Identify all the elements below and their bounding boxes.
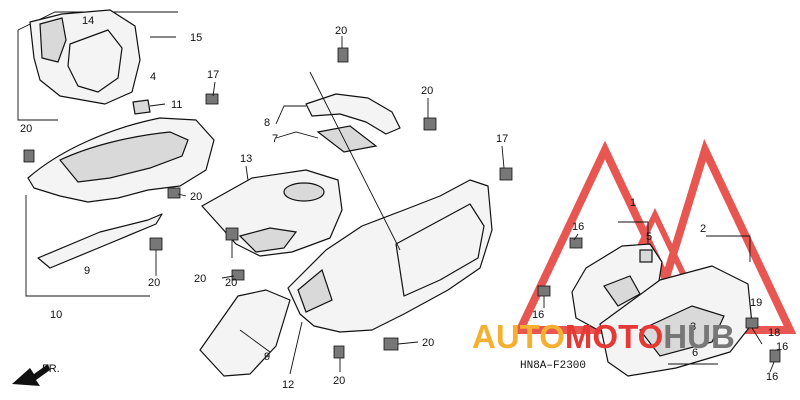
callout-20-tray-bottom: 20 xyxy=(225,277,237,289)
bolts xyxy=(23,47,781,363)
bracket-plate xyxy=(316,125,378,153)
left-side-cover-edge xyxy=(59,131,189,183)
upper-bracket xyxy=(305,93,401,135)
inset-frame xyxy=(17,9,178,121)
watermark-text: AUTOMOTOHUB xyxy=(472,318,735,355)
callout-2: 2 xyxy=(700,223,706,235)
diagram-code: HN8A–F2300 xyxy=(520,360,586,372)
callout-11: 11 xyxy=(171,99,182,111)
left-lower-molding xyxy=(37,213,163,269)
callout-18: 18 xyxy=(768,327,780,339)
callout-labels: 14 15 4 17 11 20 20 20 8 7 13 17 20 9 20… xyxy=(20,15,788,391)
callout-10: 10 xyxy=(50,309,62,321)
watermark-auto: AUTO xyxy=(472,318,565,355)
callout-16-c: 16 xyxy=(776,341,788,353)
callout-7: 7 xyxy=(272,133,278,145)
callout-13: 13 xyxy=(240,153,252,165)
callout-12: 12 xyxy=(282,379,294,391)
callout-6: 6 xyxy=(692,347,698,359)
center-cover-emblem xyxy=(297,268,333,313)
callout-20-lower-left: 20 xyxy=(148,277,160,289)
watermark-moto: MOTO xyxy=(565,318,663,355)
callout-8: 8 xyxy=(264,117,270,129)
callout-16-a: 16 xyxy=(572,221,584,233)
clip-part xyxy=(132,99,151,115)
front-direction-arrow-icon xyxy=(12,364,50,386)
callout-19: 19 xyxy=(750,297,762,309)
callout-9-left: 9 xyxy=(84,265,90,277)
callout-20-bracket: 20 xyxy=(421,85,433,97)
callout-1: 1 xyxy=(630,197,636,209)
watermark-hub: HUB xyxy=(663,318,735,355)
callout-20-left: 20 xyxy=(20,123,32,135)
callout-20-mid: 20 xyxy=(190,191,202,203)
callout-16-d: 16 xyxy=(766,371,778,383)
fuel-lid-ring xyxy=(283,182,325,202)
callout-20-top: 20 xyxy=(335,25,347,37)
front-label: FR. xyxy=(42,363,60,375)
center-cover-panel xyxy=(395,203,485,297)
callout-20-bottom-right: 20 xyxy=(422,337,434,349)
callout-16-b: 16 xyxy=(532,309,544,321)
callout-14: 14 xyxy=(82,15,94,27)
callout-9-floor: 9 xyxy=(264,351,270,363)
callout-17-right: 17 xyxy=(496,133,508,145)
right-bracket-assembly xyxy=(571,221,753,377)
callout-4: 4 xyxy=(150,71,156,83)
callout-20-bottom: 20 xyxy=(333,375,345,387)
floor-panel xyxy=(199,289,291,377)
callout-20-tray: 20 xyxy=(194,273,206,285)
callout-5: 5 xyxy=(646,231,652,243)
leader-lines xyxy=(149,36,775,375)
center-main-cover xyxy=(287,179,493,333)
callout-17-left: 17 xyxy=(207,69,219,81)
callout-3: 3 xyxy=(690,321,696,333)
callout-15: 15 xyxy=(190,32,202,44)
